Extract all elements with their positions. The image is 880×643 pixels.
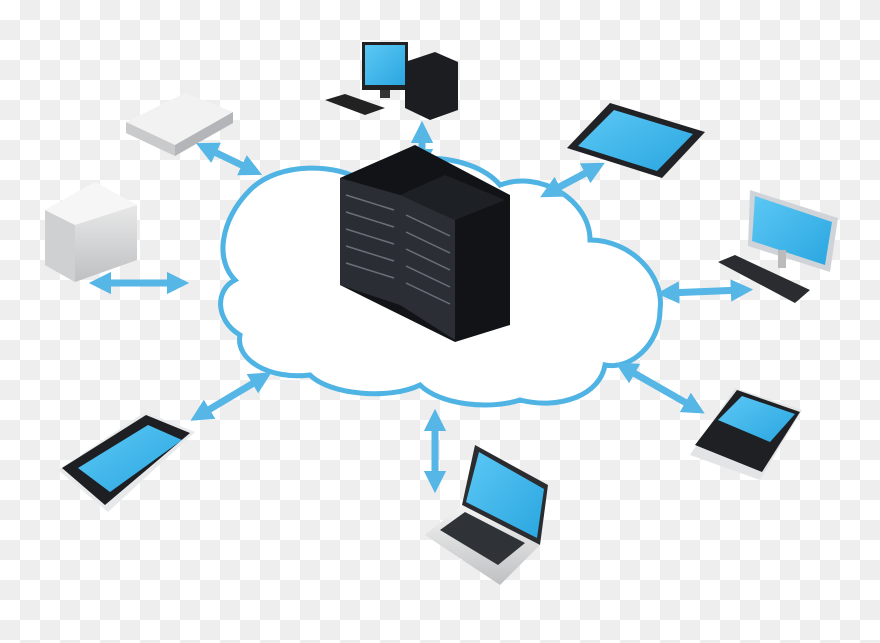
arrow-phone (190, 372, 272, 421)
tower-server-icon (45, 182, 137, 282)
arrow-tablet (540, 162, 605, 198)
tablet-icon (567, 103, 705, 178)
arrow-appliance (195, 142, 263, 176)
desktop-computer-icon (325, 42, 458, 120)
server-rack-icon (340, 145, 510, 342)
monitor-keyboard-icon (718, 190, 838, 303)
laptop-icon (425, 445, 548, 585)
arrow-qwerty-phone (615, 362, 705, 414)
connection-arrows (88, 120, 754, 494)
smartphone-qwerty-icon (690, 388, 802, 480)
smartphone-icon (58, 412, 195, 512)
network-appliance-icon (126, 93, 233, 156)
arrow-monitor (656, 279, 754, 304)
